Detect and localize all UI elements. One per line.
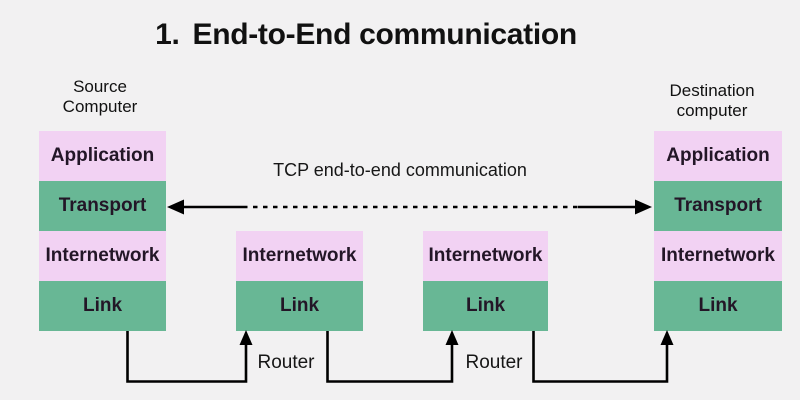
destination-computer-label: Destination computer (669, 81, 755, 121)
source-layer-link: Link (39, 281, 166, 331)
title-text: End-to-End communication (192, 18, 577, 51)
link-connector-source-to-router1 (126, 330, 253, 383)
destination-layer-link: Link (654, 281, 782, 331)
router2-label: Router (465, 352, 523, 373)
source-protocol-stack: Application Transport Internetwork Link (39, 131, 166, 331)
tcp-communication-label: TCP end-to-end communication (273, 160, 527, 180)
destination-layer-application: Application (654, 131, 782, 181)
source-layer-application: Application (39, 131, 166, 181)
title-number: 1. (155, 18, 180, 51)
router1-layer-link: Link (236, 281, 363, 331)
link-connector-router2-to-destination (532, 330, 674, 383)
router1-protocol-stack: Internetwork Link (236, 231, 363, 331)
diagram-title: 1. End-to-End communication (0, 18, 732, 52)
router2-layer-link: Link (423, 281, 548, 331)
router2-protocol-stack: Internetwork Link (423, 231, 548, 331)
router1-label: Router (257, 352, 315, 373)
source-computer-label: Source Computer (62, 77, 138, 117)
destination-layer-transport: Transport (654, 181, 782, 231)
link-connector-router1-to-router2 (326, 330, 459, 383)
tcp-double-arrow (167, 199, 652, 215)
router1-layer-internetwork: Internetwork (236, 231, 363, 281)
router2-layer-internetwork: Internetwork (423, 231, 548, 281)
source-layer-transport: Transport (39, 181, 166, 231)
destination-protocol-stack: Application Transport Internetwork Link (654, 131, 782, 331)
destination-layer-internetwork: Internetwork (654, 231, 782, 281)
source-layer-internetwork: Internetwork (39, 231, 166, 281)
